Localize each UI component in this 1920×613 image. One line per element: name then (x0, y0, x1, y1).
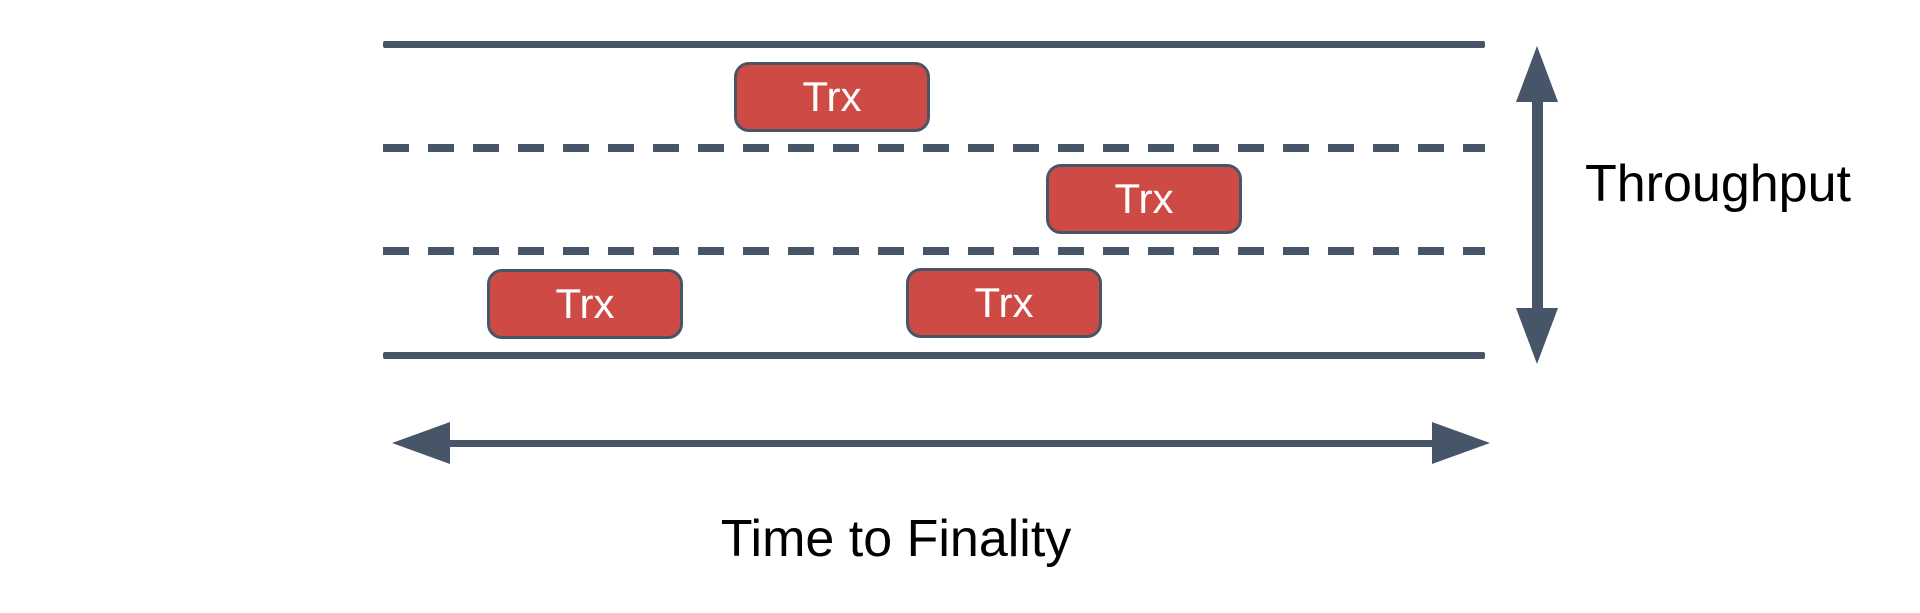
road-top-edge (383, 41, 1485, 48)
trx-label: Trx (1114, 175, 1174, 222)
time-to-finality-label: Time to Finality (720, 510, 1072, 568)
throughput-arrow-shaft (1532, 90, 1543, 320)
trx-label: Trx (802, 73, 862, 120)
lane-divider-1 (383, 144, 1485, 152)
time-axis-arrow-shaft (435, 440, 1445, 447)
trx-box-top-lane: Trx (734, 62, 930, 132)
trx-label: Trx (555, 280, 615, 327)
trx-box-bottom-lane-right: Trx (906, 268, 1102, 338)
throughput-label: Throughput (1585, 155, 1851, 213)
trx-box-middle-lane: Trx (1046, 164, 1242, 234)
arrowhead-down-icon (1516, 308, 1558, 364)
arrowhead-right-icon (1432, 422, 1490, 464)
lane-divider-2 (383, 247, 1485, 255)
road-bottom-edge (383, 352, 1485, 359)
trx-box-bottom-lane-left: Trx (487, 269, 683, 339)
trx-label: Trx (974, 279, 1034, 326)
